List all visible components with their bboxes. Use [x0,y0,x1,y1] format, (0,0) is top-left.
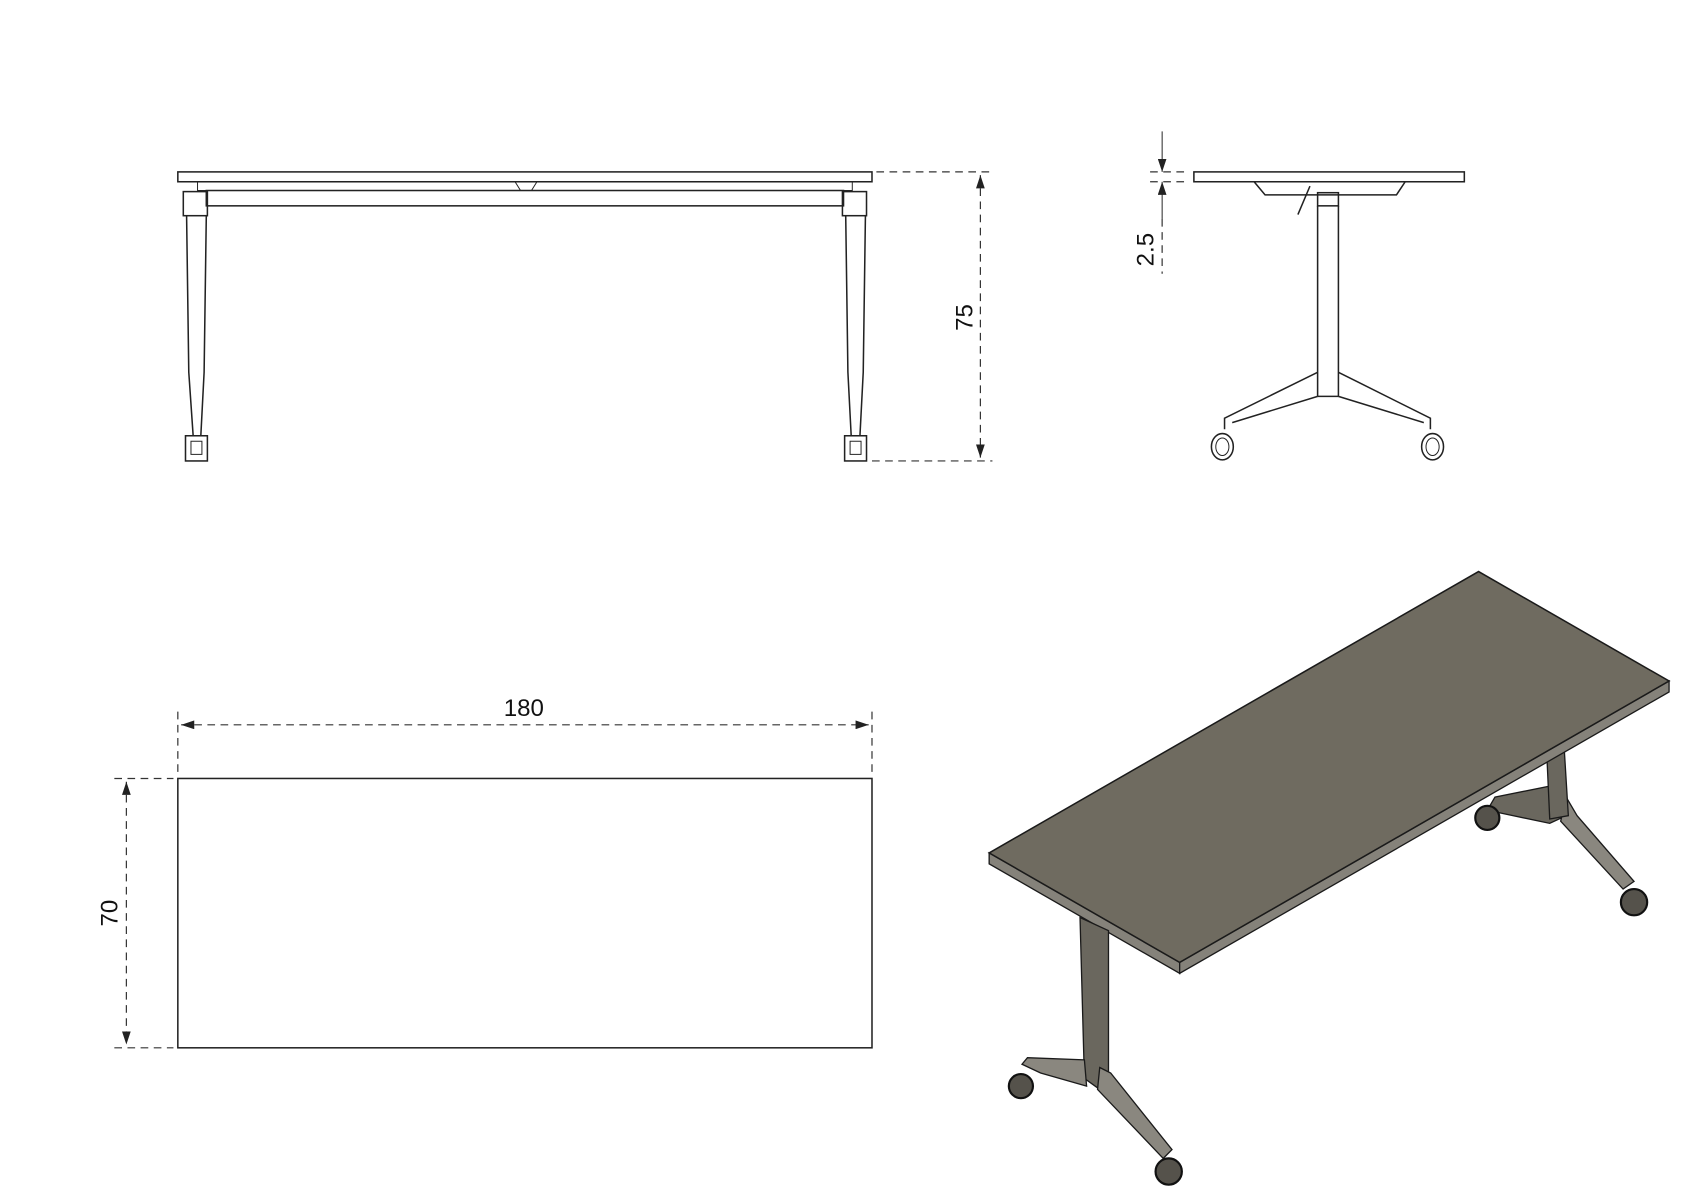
thickness-label: 2.5 [1132,233,1159,266]
iso-front-leg [1007,916,1183,1186]
height-dimension: 75 [871,171,993,462]
thickness-dimension: 2.5 [1132,131,1186,274]
iso-table-top [987,570,1671,964]
front-left-leg [182,190,209,462]
length-label: 180 [504,695,544,722]
iso-back-leg [1474,743,1649,917]
isometric-view [987,570,1671,1186]
width-dimension: 70 [97,777,174,1049]
width-label: 70 [97,900,124,927]
height-label: 75 [952,304,979,331]
front-right-leg [841,190,868,462]
side-view: 2.5 [1132,131,1466,461]
length-dimension: 180 [177,695,873,772]
top-view: 180 70 [97,695,873,1049]
front-view: 75 [177,171,993,462]
